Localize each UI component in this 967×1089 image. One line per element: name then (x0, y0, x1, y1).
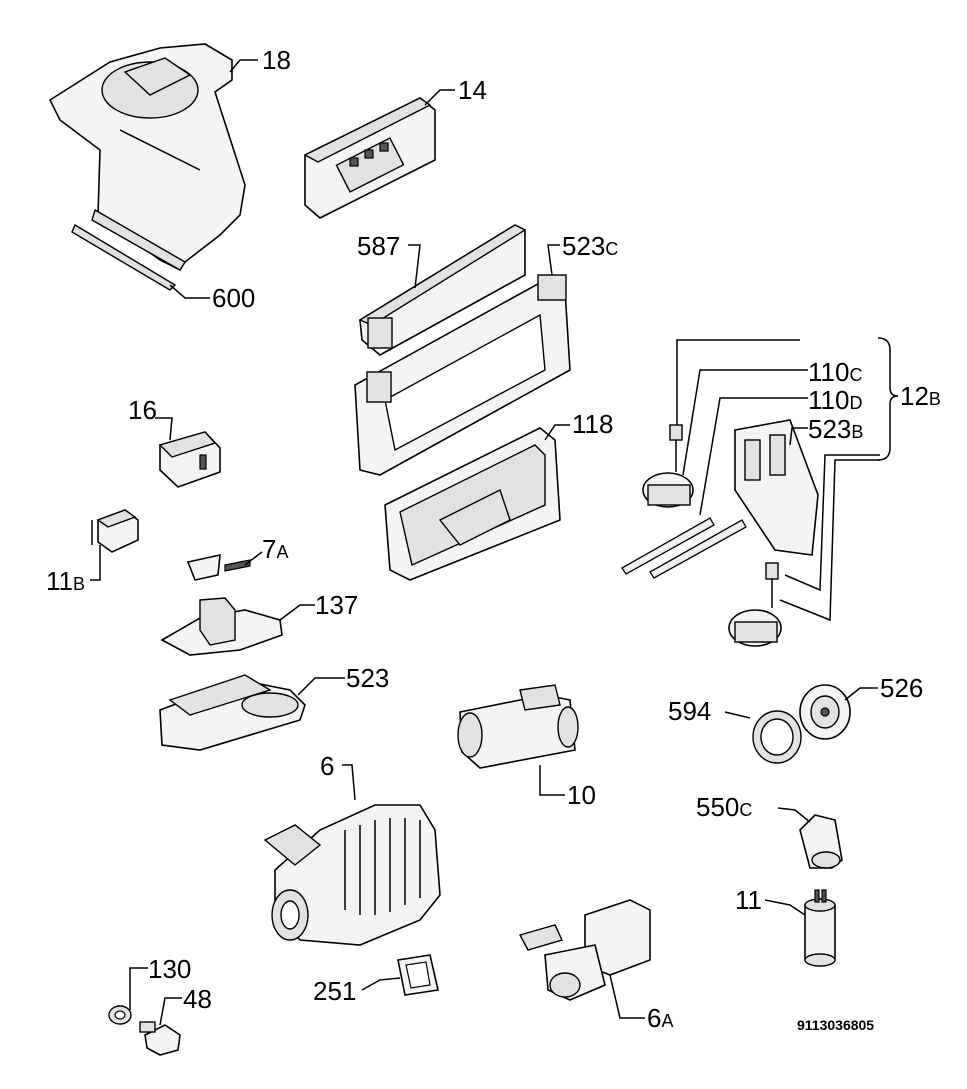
part-12b-pressure-switch-lower (728, 562, 782, 647)
part-523b-bracket (734, 419, 819, 556)
label-137: 137 (315, 590, 358, 620)
part-600-seal (71, 223, 177, 291)
part-16-relay (158, 431, 221, 488)
drawing-code: 9113036805 (797, 1017, 874, 1033)
label-594: 594 (668, 696, 711, 726)
leader-lines (90, 59, 880, 1026)
part-251-seal (397, 954, 439, 996)
part-594-gasket (752, 710, 802, 764)
part-523-block (159, 674, 306, 751)
brace-12b (877, 337, 899, 461)
part-12b-pressure-switch-upper (642, 424, 694, 508)
part-11-capacitor (804, 889, 836, 967)
label-6: 6 (320, 751, 334, 781)
label-14: 14 (458, 75, 487, 105)
part-550c-cap (799, 814, 843, 869)
part-526-cap (799, 684, 851, 740)
label-16: 16 (128, 395, 157, 425)
label-10: 10 (567, 780, 596, 810)
part-137-cover (160, 597, 283, 656)
label-12b: 12B (900, 381, 941, 411)
label-130: 130 (148, 954, 191, 984)
label-18: 18 (262, 45, 291, 75)
label-526: 526 (880, 673, 923, 703)
part-7a-clip (186, 553, 251, 581)
part-523c-frame (354, 274, 571, 476)
label-523: 523 (346, 663, 389, 693)
part-118-housing (384, 427, 561, 581)
part-10-heater (457, 684, 579, 769)
label-118: 118 (572, 409, 613, 439)
label-523b: 523B (808, 414, 863, 444)
label-523c: 523C (562, 231, 618, 261)
label-48: 48 (183, 984, 212, 1014)
part-18-cover (48, 43, 246, 272)
label-587: 587 (357, 231, 400, 261)
label-110c: 110C (808, 357, 862, 387)
label-6a: 6A (647, 1003, 673, 1033)
part-48-plug (139, 1021, 181, 1056)
part-130-ring (108, 1005, 132, 1025)
label-600: 600 (212, 283, 255, 313)
part-587-module (358, 224, 527, 356)
label-11: 11 (735, 885, 762, 915)
part-11b-relay (91, 509, 139, 553)
part-6-pump (263, 804, 441, 946)
label-7a: 7A (262, 534, 288, 564)
part-6a-drain-pump (518, 899, 651, 1001)
tubes (621, 517, 747, 579)
pump-winding (344, 818, 421, 915)
label-550c: 550C (696, 792, 752, 822)
part-14-control-panel (303, 97, 436, 219)
label-251: 251 (313, 976, 356, 1006)
label-110d: 110D (808, 385, 862, 415)
label-11b: 11B (46, 566, 85, 596)
